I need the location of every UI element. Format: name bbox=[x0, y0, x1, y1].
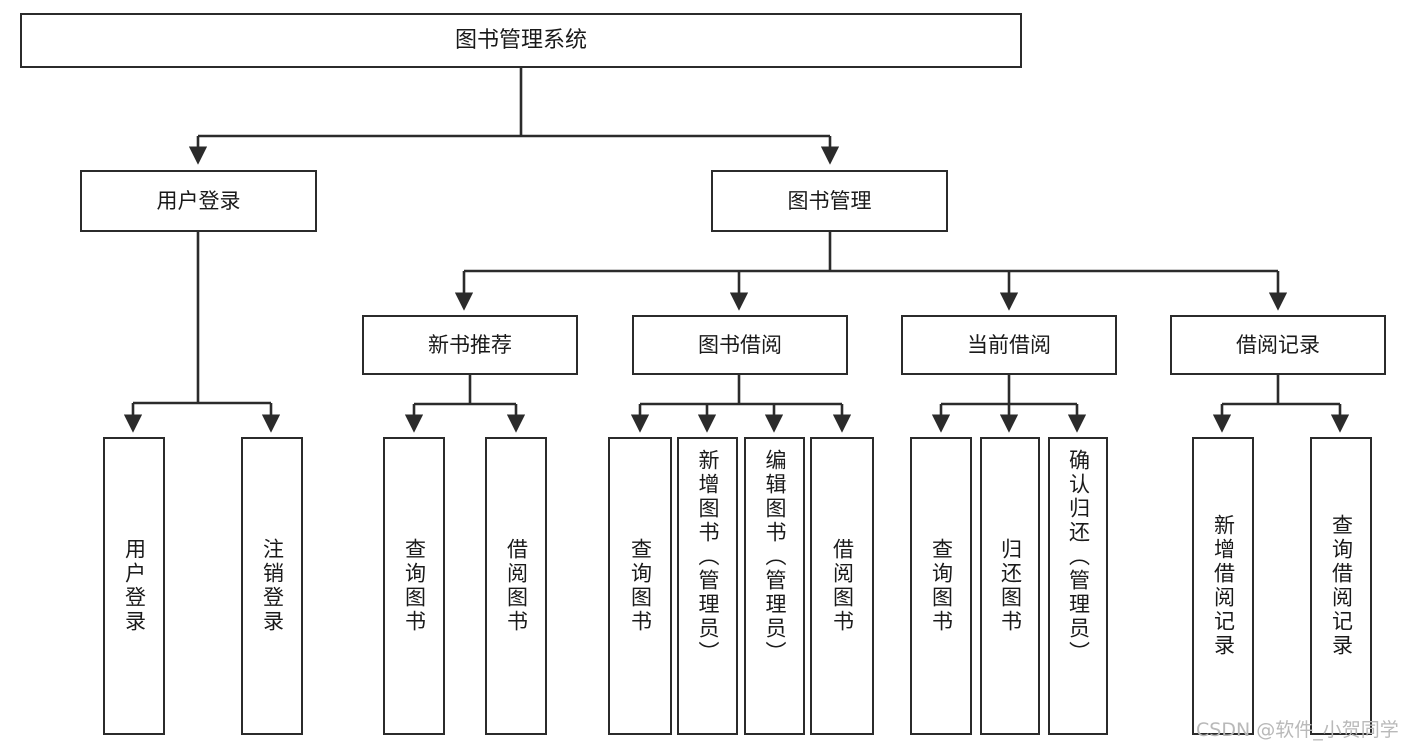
node-label: 查询图书 bbox=[929, 538, 954, 634]
node-user-login[interactable]: 用户登录 bbox=[80, 170, 317, 232]
leaf-book-borrow-add-book-admin[interactable]: 新增图书（管理员） bbox=[677, 437, 738, 735]
node-label: 查询借阅记录 bbox=[1329, 514, 1354, 658]
leaf-current-borrow-confirm-return-admin[interactable]: 确认归还（管理员） bbox=[1048, 437, 1108, 735]
leaf-current-borrow-query-book[interactable]: 查询图书 bbox=[910, 437, 972, 735]
node-label: 新书推荐 bbox=[428, 332, 512, 357]
csdn-watermark: CSDN @软件_小贺同学 bbox=[1196, 719, 1399, 741]
node-label: 当前借阅 bbox=[967, 332, 1051, 357]
node-book-management[interactable]: 图书管理 bbox=[711, 170, 948, 232]
node-label: 查询图书 bbox=[402, 538, 427, 634]
node-label: 注销登录 bbox=[260, 538, 285, 634]
node-label: 用户登录 bbox=[156, 188, 241, 213]
leaf-borrow-record-query-record[interactable]: 查询借阅记录 bbox=[1310, 437, 1372, 735]
node-label: 编辑图书（管理员） bbox=[763, 449, 787, 665]
node-label: 图书管理 bbox=[787, 188, 872, 213]
leaf-current-borrow-return-book[interactable]: 归还图书 bbox=[980, 437, 1040, 735]
node-label: 新增图书（管理员） bbox=[696, 449, 720, 665]
node-label: 查询图书 bbox=[628, 538, 653, 634]
node-label: 归还图书 bbox=[998, 538, 1023, 634]
leaf-book-borrow-query-book[interactable]: 查询图书 bbox=[608, 437, 672, 735]
leaf-new-book-borrow-book[interactable]: 借阅图书 bbox=[485, 437, 547, 735]
node-root-book-management-system[interactable]: 图书管理系统 bbox=[20, 13, 1022, 68]
node-label: 用户登录 bbox=[122, 538, 147, 634]
leaf-book-borrow-borrow-book[interactable]: 借阅图书 bbox=[810, 437, 874, 735]
leaf-user-login-logout[interactable]: 注销登录 bbox=[241, 437, 303, 735]
node-borrow-record[interactable]: 借阅记录 bbox=[1170, 315, 1386, 375]
leaf-user-login-login[interactable]: 用户登录 bbox=[103, 437, 165, 735]
node-label: 借阅图书 bbox=[504, 538, 529, 634]
node-current-borrow[interactable]: 当前借阅 bbox=[901, 315, 1117, 375]
node-label: 新增借阅记录 bbox=[1211, 514, 1236, 658]
node-label: 确认归还（管理员） bbox=[1066, 449, 1091, 665]
node-new-book-recommend[interactable]: 新书推荐 bbox=[362, 315, 578, 375]
node-label: 借阅图书 bbox=[830, 538, 855, 634]
node-book-borrow[interactable]: 图书借阅 bbox=[632, 315, 848, 375]
node-label: 图书借阅 bbox=[698, 332, 782, 357]
node-label: 图书管理系统 bbox=[454, 27, 587, 53]
leaf-new-book-query-book[interactable]: 查询图书 bbox=[383, 437, 445, 735]
leaf-borrow-record-add-record[interactable]: 新增借阅记录 bbox=[1192, 437, 1254, 735]
leaf-book-borrow-edit-book-admin[interactable]: 编辑图书（管理员） bbox=[744, 437, 805, 735]
node-label: 借阅记录 bbox=[1236, 332, 1320, 357]
